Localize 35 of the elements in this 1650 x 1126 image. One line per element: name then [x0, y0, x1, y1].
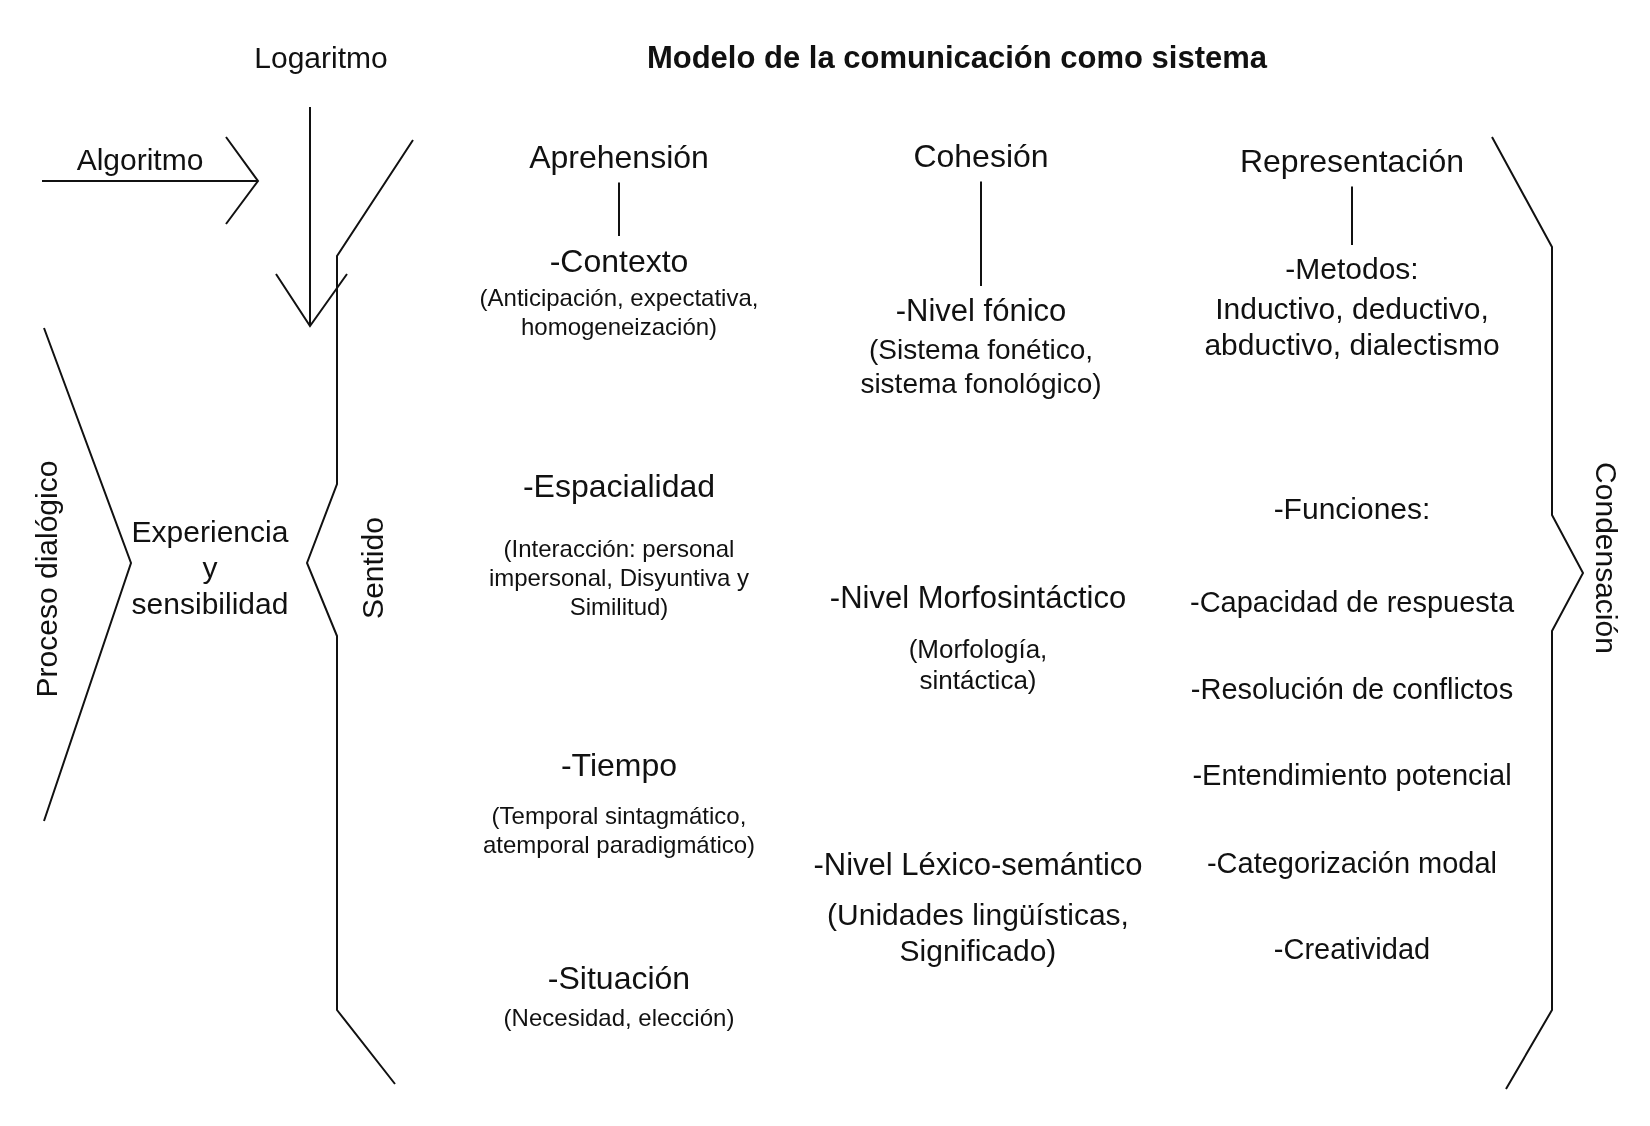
item-description: (Sistema fonético, sistema fonológico)	[859, 333, 1103, 401]
diagram-title: Modelo de la comunicación como sistema	[646, 39, 1268, 77]
item-description: Inductivo, deductivo, abductivo, dialectismo	[1203, 291, 1501, 363]
bracket-label: Sentido	[355, 517, 390, 619]
item-heading: -Nivel Léxico-semántico	[813, 846, 1143, 884]
item-description: (Necesidad, elección)	[503, 1003, 735, 1033]
connector-line	[980, 180, 982, 287]
list-item: -Capacidad de respuesta	[1190, 584, 1514, 620]
item-description: (Temporal sintagmático, atemporal paradigmático)	[481, 802, 757, 860]
item-heading: -Metodos:	[1284, 251, 1420, 287]
item-heading: -Funciones:	[1273, 491, 1431, 527]
list-item: -Resolución de conflictos	[1190, 671, 1514, 707]
bracket-label: Proceso dialógico	[29, 460, 64, 698]
item-description: (Anticipación, expectativa, homogeneización)	[478, 284, 760, 342]
item-description: (Unidades lingüísticas, Significado)	[826, 897, 1130, 969]
item-heading: -Espacialidad	[522, 466, 716, 506]
connector-line	[618, 181, 620, 237]
item-description: (Interacción: personal impersonal, Disyuntiva y Similitud)	[487, 534, 751, 622]
column-heading: Representación	[1239, 142, 1465, 181]
list-item: -Entendimiento potencial	[1192, 757, 1512, 793]
connector-line	[1351, 185, 1353, 246]
item-heading: -Contexto	[548, 242, 690, 281]
item-description: (Morfología, sintáctica)	[907, 633, 1049, 697]
column-heading: Cohesión	[913, 137, 1049, 176]
bracket-label: Condensación	[1589, 462, 1624, 654]
item-heading: -Situación	[547, 958, 691, 998]
list-item: -Creatividad	[1273, 931, 1431, 967]
item-heading: -Nivel fónico	[894, 292, 1068, 330]
item-heading: -Nivel Morfosintáctico	[829, 579, 1127, 617]
list-item: -Categorización modal	[1206, 845, 1498, 881]
column-heading: Aprehensión	[529, 138, 709, 177]
concept-label: Experiencia y sensibilidad	[130, 514, 290, 622]
item-heading: -Tiempo	[560, 745, 678, 785]
arrow-label: Algoritmo	[76, 142, 204, 178]
arrow-label: Logaritmo	[254, 40, 388, 76]
